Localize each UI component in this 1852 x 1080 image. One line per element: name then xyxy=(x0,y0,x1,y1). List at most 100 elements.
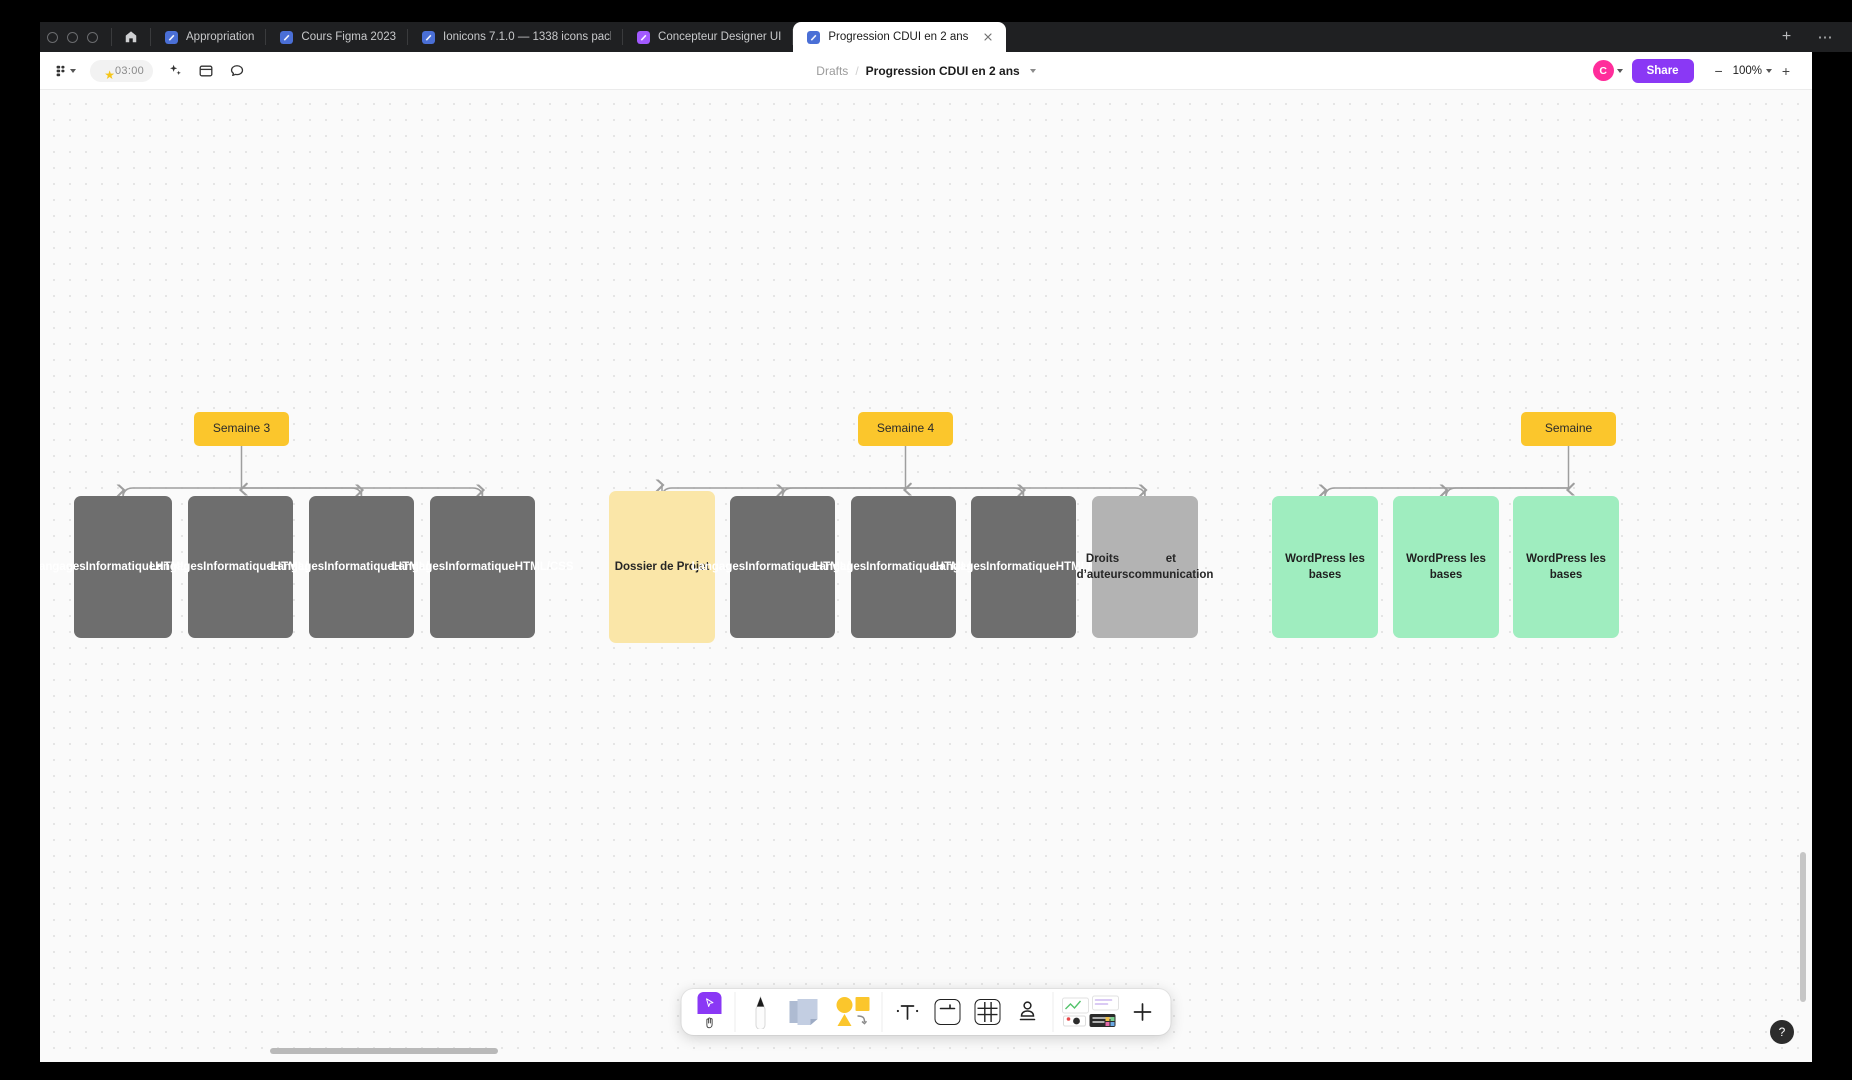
close-icon[interactable] xyxy=(982,31,994,43)
figjam-file-icon xyxy=(807,30,821,44)
topic-card-line: WordPress les bases xyxy=(1406,552,1486,581)
figjam-window: ★ 03:00 xyxy=(40,52,1812,1062)
figma-file-icon xyxy=(637,30,651,44)
browser-tab[interactable]: Progression CDUI en 2 ans xyxy=(793,22,1007,52)
chevron-down-icon[interactable] xyxy=(1029,69,1036,73)
shapes-tool-button[interactable] xyxy=(830,992,876,1032)
browser-tab[interactable]: Cours Figma 2023 xyxy=(266,22,408,52)
maximize-window-button[interactable] xyxy=(87,31,98,43)
toolbar-left-group: ★ 03:00 xyxy=(40,58,251,84)
home-button[interactable] xyxy=(112,22,150,52)
h-scrollbar[interactable] xyxy=(270,1048,498,1054)
zoom-out-button[interactable]: − xyxy=(1714,62,1723,79)
toolbar-right-group: C Share − 100% + xyxy=(1592,58,1812,83)
topic-card[interactable]: WordPress les bases xyxy=(1513,496,1619,638)
tool-group-create xyxy=(734,992,882,1032)
topic-card-line: Langages xyxy=(691,560,746,573)
minimize-window-button[interactable] xyxy=(67,31,78,43)
topic-card-line: Informatique xyxy=(745,560,815,573)
topic-card-line: Langages xyxy=(270,560,325,573)
figma-menu-button[interactable] xyxy=(48,58,82,84)
tab-list: Appropriation Cours Figma 2023 Ionicons 7.… xyxy=(151,22,1774,52)
sticky-note-tool-button[interactable] xyxy=(782,992,828,1032)
topic-card[interactable]: Dossier de Projet xyxy=(609,491,715,643)
avatar-group[interactable]: C xyxy=(1592,60,1623,81)
breadcrumb-separator: / xyxy=(855,64,859,78)
table-tool-button[interactable] xyxy=(969,992,1007,1032)
actions-icon xyxy=(169,64,181,75)
topic-card-line: Dossier de Projet xyxy=(614,560,710,573)
browser-tab[interactable]: Concepteur Designer UI xyxy=(623,22,794,52)
pen-tool-button[interactable] xyxy=(742,992,780,1032)
close-window-button[interactable] xyxy=(47,31,58,43)
page-title[interactable]: Progression CDUI en 2 ans xyxy=(865,64,1020,78)
tool-group-widgets xyxy=(1052,992,1168,1032)
topic-card-line: Langages xyxy=(932,560,987,573)
topic-card-line: Langages xyxy=(40,560,86,573)
comment-icon xyxy=(230,64,244,76)
section-tool-button[interactable] xyxy=(929,992,967,1032)
widgets-tool-button[interactable] xyxy=(1060,992,1122,1032)
share-button[interactable]: Share xyxy=(1631,58,1694,83)
actions-icon-button[interactable] xyxy=(161,58,189,84)
chevron-down-icon xyxy=(70,68,76,73)
tool-group-pointer xyxy=(685,992,735,1032)
browser-tab-label: Cours Figma 2023 xyxy=(301,31,397,43)
browser-tab-label: Concepteur Designer UI xyxy=(658,31,782,43)
new-tab-button[interactable]: + xyxy=(1781,28,1792,45)
v-scrollbar[interactable] xyxy=(1800,852,1806,1002)
plus-icon xyxy=(1133,1003,1152,1021)
browser-tab[interactable]: Appropriation xyxy=(151,22,267,52)
topic-card-line: Langages xyxy=(391,560,446,573)
topic-card-line: et communication xyxy=(1128,552,1214,581)
table-icon xyxy=(974,999,1001,1025)
window-controls[interactable] xyxy=(40,22,111,52)
cursor-tool-button[interactable] xyxy=(691,992,729,1032)
week-node[interactable]: Semaine 4 xyxy=(858,412,953,446)
figjam-file-icon xyxy=(280,30,294,44)
avatar-icon: ★ xyxy=(92,61,115,81)
topic-card-line: WordPress les bases xyxy=(1285,552,1365,581)
browser-menu-button[interactable]: ⋯ xyxy=(1817,29,1834,46)
breadcrumb-root[interactable]: Drafts xyxy=(816,64,849,78)
avatar[interactable]: C xyxy=(1592,60,1614,81)
comment-button[interactable] xyxy=(223,58,251,84)
text-tool-button[interactable] xyxy=(889,992,927,1032)
week-node[interactable]: Semaine xyxy=(1521,412,1616,446)
topic-card-line: Informatique xyxy=(986,560,1056,573)
zoom-in-button[interactable]: + xyxy=(1781,62,1791,79)
timer-widget[interactable]: ★ 03:00 xyxy=(90,59,154,82)
topic-card-line: HTML/CSS xyxy=(514,560,574,573)
browser-tab-label: Progression CDUI en 2 ans xyxy=(828,31,969,43)
hand-icon[interactable] xyxy=(698,1014,722,1032)
stamp-tool-button[interactable] xyxy=(1009,992,1047,1032)
zoom-level[interactable]: 100% xyxy=(1733,65,1772,77)
chevron-down-icon[interactable] xyxy=(1616,68,1623,73)
shapes-icon xyxy=(836,997,870,1026)
help-button[interactable]: ? xyxy=(1770,1020,1794,1044)
topic-card-line: Informatique xyxy=(445,560,515,573)
topic-card[interactable]: WordPress les bases xyxy=(1393,496,1499,638)
topic-card[interactable]: WordPress les bases xyxy=(1272,496,1378,638)
sticky-note-icon xyxy=(789,999,818,1025)
browser-tab[interactable]: Ionicons 7.1.0 — 1338 icons pack (C xyxy=(408,22,624,52)
stamp-icon xyxy=(1019,1001,1036,1021)
section-icon xyxy=(934,999,961,1025)
timer-value: 03:00 xyxy=(115,64,145,77)
more-tools-button[interactable] xyxy=(1124,992,1162,1032)
week-node[interactable]: Semaine 3 xyxy=(194,412,289,446)
topic-card-line: Langages xyxy=(149,560,204,573)
star-icon: ★ xyxy=(104,68,115,82)
frame-tool-button[interactable] xyxy=(192,58,220,84)
cursor-icon[interactable] xyxy=(697,992,722,1014)
breadcrumb: Drafts / Progression CDUI en 2 ans xyxy=(40,52,1812,90)
zoom-value: 100% xyxy=(1732,64,1762,77)
